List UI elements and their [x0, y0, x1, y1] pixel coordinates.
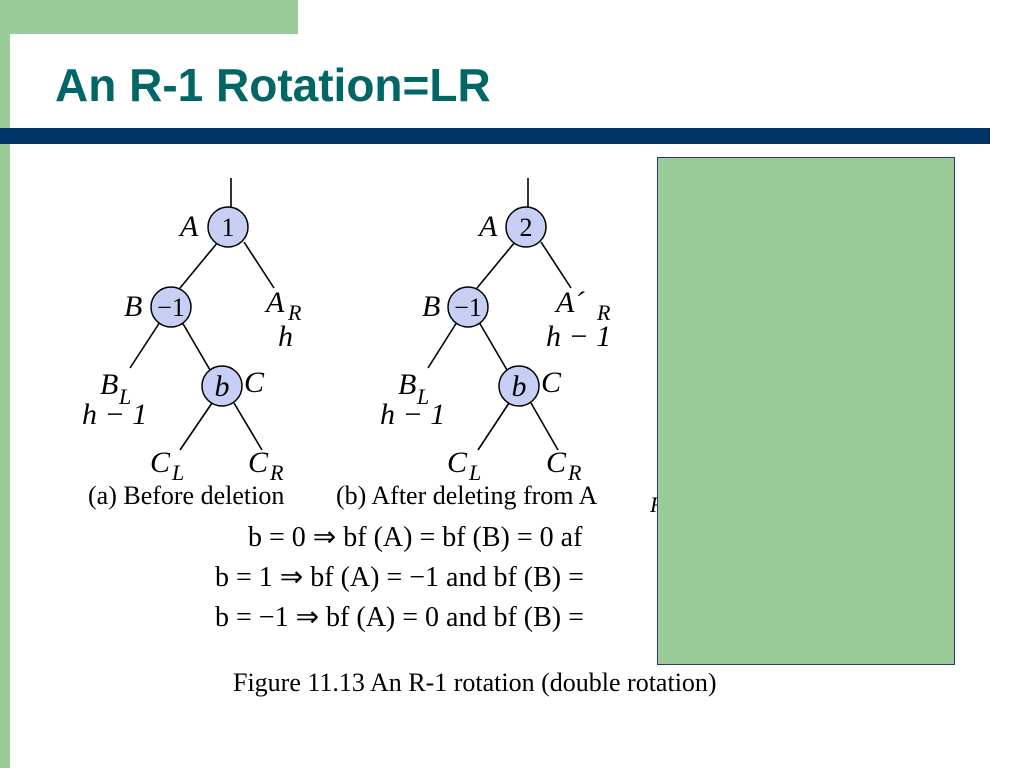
rotation-figure: 1 A −1 B A R h b C B L h − 1 C L C R 2 A… [82, 178, 717, 697]
tree-b-bf-b: −1 [454, 293, 482, 322]
equation-2: b = 1 ⇒ bf (A) = −1 and bf (B) = [215, 562, 584, 593]
equation-1: b = 0 ⇒ bf (A) = bf (B) = 0 af [248, 522, 583, 553]
tree-a-bf-c: b [215, 370, 230, 403]
tree-a-ar: A [264, 286, 285, 319]
tree-b-bl-height: h − 1 [380, 398, 445, 431]
tree-a: 1 A −1 B A R h b C B L h − 1 C L C R [82, 178, 302, 485]
tree-b-label-a: A [477, 210, 498, 243]
caption-b: (b) After deleting from A [336, 481, 598, 510]
tree-a-cr: C [248, 446, 269, 479]
tree-b-edge-c-cr [530, 402, 559, 451]
tree-a-edge-b-c [181, 321, 211, 371]
tree-a-cr-index: R [269, 460, 284, 485]
tree-a-bf-b: −1 [157, 293, 185, 322]
tree-a-node-b [150, 286, 192, 328]
tree-a-ar-index: R [287, 300, 302, 325]
tree-a-label-b: B [124, 290, 142, 323]
title-rule [0, 128, 990, 144]
tree-b-cl: C [447, 446, 468, 479]
tree-b-bl: B [398, 368, 416, 401]
tree-a-node-c [201, 365, 243, 407]
tree-b-bl-index: L [416, 384, 429, 409]
tree-a-edge-c-cl [179, 402, 213, 451]
equation-3: b = −1 ⇒ bf (A) = 0 and bf (B) = [215, 602, 584, 633]
tree-b-edge-b-c [478, 321, 508, 371]
tree-a-bf-a: 1 [222, 213, 235, 242]
tree-b: 2 A −1 B A´ R h − 1 b C B L h − 1 C L C … [380, 178, 611, 485]
tree-b-node-c [498, 365, 540, 407]
tree-b-edge-a-b [476, 241, 516, 289]
tree-b-ar-height: h − 1 [546, 320, 611, 353]
tree-a-edge-b-bl [129, 321, 161, 369]
tree-b-node-a [505, 206, 547, 248]
tree-a-node-a [207, 206, 249, 248]
tree-a-cl: C [150, 446, 171, 479]
tree-b-edge-c-cl [477, 402, 510, 451]
tree-b-bf-a: 2 [520, 213, 533, 242]
slide-title: An R-1 Rotation=LR [55, 59, 491, 111]
tree-b-edge-a-ar [540, 241, 572, 289]
caption-a: (a) Before deletion [88, 481, 284, 510]
tree-a-edge-a-b [179, 241, 219, 289]
tree-b-bf-c: b [512, 370, 527, 403]
tree-b-node-b [447, 286, 489, 328]
tree-b-cr-index: R [567, 460, 582, 485]
tree-b-label-b: B [422, 290, 440, 323]
top-accent-tab [0, 0, 298, 34]
tree-a-bl-index: L [118, 384, 131, 409]
figure-caption: Figure 11.13 An R-1 rotation (double rot… [233, 668, 717, 697]
tree-a-edge-c-cr [233, 402, 263, 451]
tree-a-bl: B [100, 368, 118, 401]
tree-b-cl-index: L [468, 460, 481, 485]
left-accent-strip [0, 0, 10, 768]
tree-a-label-a: A [178, 210, 199, 243]
tree-a-cl-index: L [171, 460, 184, 485]
overlay-box [657, 157, 955, 665]
tree-a-ar-height: h [278, 320, 293, 353]
tree-a-bl-height: h − 1 [82, 398, 147, 431]
tree-a-label-c: C [244, 366, 265, 399]
tree-b-ar: A´ [554, 286, 585, 319]
tree-b-cr: C [546, 446, 567, 479]
tree-a-edge-a-ar [243, 241, 275, 289]
tree-b-edge-b-bl [427, 321, 458, 369]
tree-b-label-c: C [541, 366, 562, 399]
tree-b-ar-index: R [596, 300, 611, 325]
